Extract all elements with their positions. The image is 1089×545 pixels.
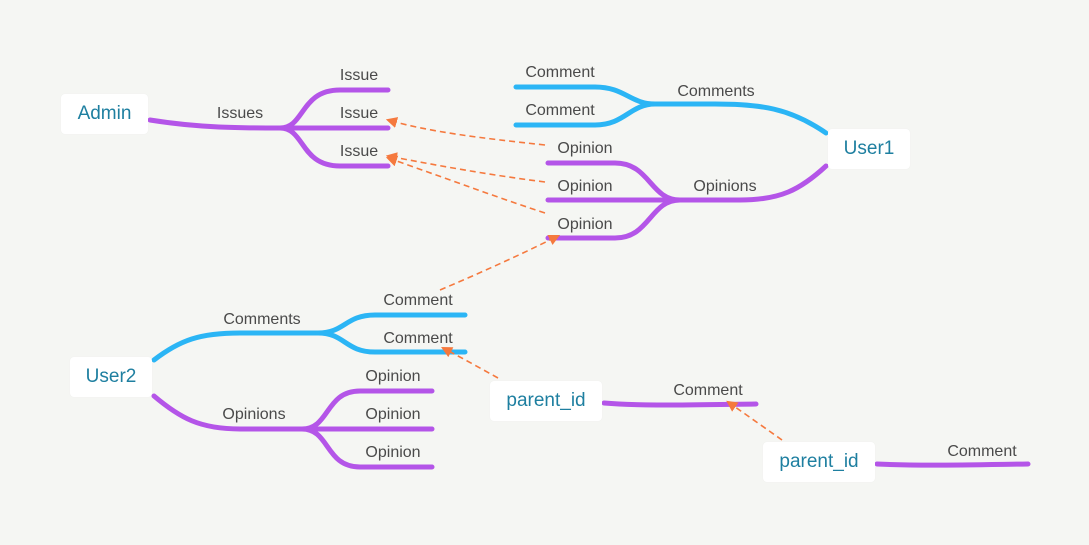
user2-comment-branch-2	[315, 330, 468, 355]
user1-comment-1[interactable]: Comment	[525, 64, 595, 81]
reference-arrows	[385, 117, 783, 441]
user2-opinion-branches	[151, 388, 435, 470]
reference-arrow-parent1-to-comment	[441, 346, 499, 379]
user1-comment-branches	[513, 84, 829, 136]
user2-comment-branches	[151, 312, 468, 363]
user2-comment-2[interactable]: Comment	[383, 330, 453, 347]
admin-branches	[147, 87, 391, 169]
user1-node[interactable]: User1	[828, 129, 910, 169]
reference-arrow-opinion1-to-issue2	[385, 117, 546, 146]
user2-opinion-1[interactable]: Opinion	[365, 368, 421, 385]
parent-id-node-2[interactable]: parent_id	[763, 442, 875, 482]
reference-arrow-opinion3-to-issue3	[385, 155, 546, 214]
user1-opinion-branch-3	[545, 197, 683, 241]
user2-to-comments-branch	[151, 330, 321, 363]
admin-issue-3[interactable]: Issue	[339, 143, 379, 160]
user1-to-opinions-branch	[677, 163, 829, 203]
reference-arrow-comment-to-opinion3	[439, 234, 561, 291]
user2-opinion-branch-3	[299, 426, 435, 470]
admin-issues-label[interactable]: Issues	[216, 105, 264, 122]
parent-id-node-1[interactable]: parent_id	[490, 381, 602, 421]
user1-opinion-branches	[545, 160, 829, 241]
parent-id-2-comment-branch	[874, 461, 1031, 468]
admin-issue-1[interactable]: Issue	[339, 67, 379, 84]
user2-opinions-label[interactable]: Opinions	[222, 406, 286, 423]
user1-comment-branch-2	[513, 101, 658, 128]
user2-to-opinions-branch	[151, 393, 305, 432]
user2-comments-label[interactable]: Comments	[223, 311, 301, 328]
admin-node[interactable]: Admin	[61, 94, 148, 134]
user1-opinion-3[interactable]: Opinion	[557, 216, 613, 233]
parent-id-2-comment[interactable]: Comment	[947, 443, 1017, 460]
user2-node[interactable]: User2	[70, 357, 152, 397]
parent-id-1-comment[interactable]: Comment	[673, 382, 743, 399]
issue-branch-3	[277, 125, 391, 169]
user1-opinions-label[interactable]: Opinions	[693, 178, 757, 195]
user1-opinion-1[interactable]: Opinion	[557, 140, 613, 157]
user1-comments-label[interactable]: Comments	[677, 83, 755, 100]
admin-to-issues-branch	[147, 117, 283, 131]
user1-comment-2[interactable]: Comment	[525, 102, 595, 119]
user2-opinion-2[interactable]: Opinion	[365, 406, 421, 423]
reference-arrow-opinion2-to-issue3	[385, 152, 546, 183]
reference-arrow-parent2-to-comment	[726, 400, 783, 441]
admin-issue-2[interactable]: Issue	[339, 105, 379, 122]
user2-opinion-3[interactable]: Opinion	[365, 444, 421, 461]
user1-opinion-2[interactable]: Opinion	[557, 178, 613, 195]
user1-to-comments-branch	[652, 101, 829, 136]
user2-comment-1[interactable]: Comment	[383, 292, 453, 309]
